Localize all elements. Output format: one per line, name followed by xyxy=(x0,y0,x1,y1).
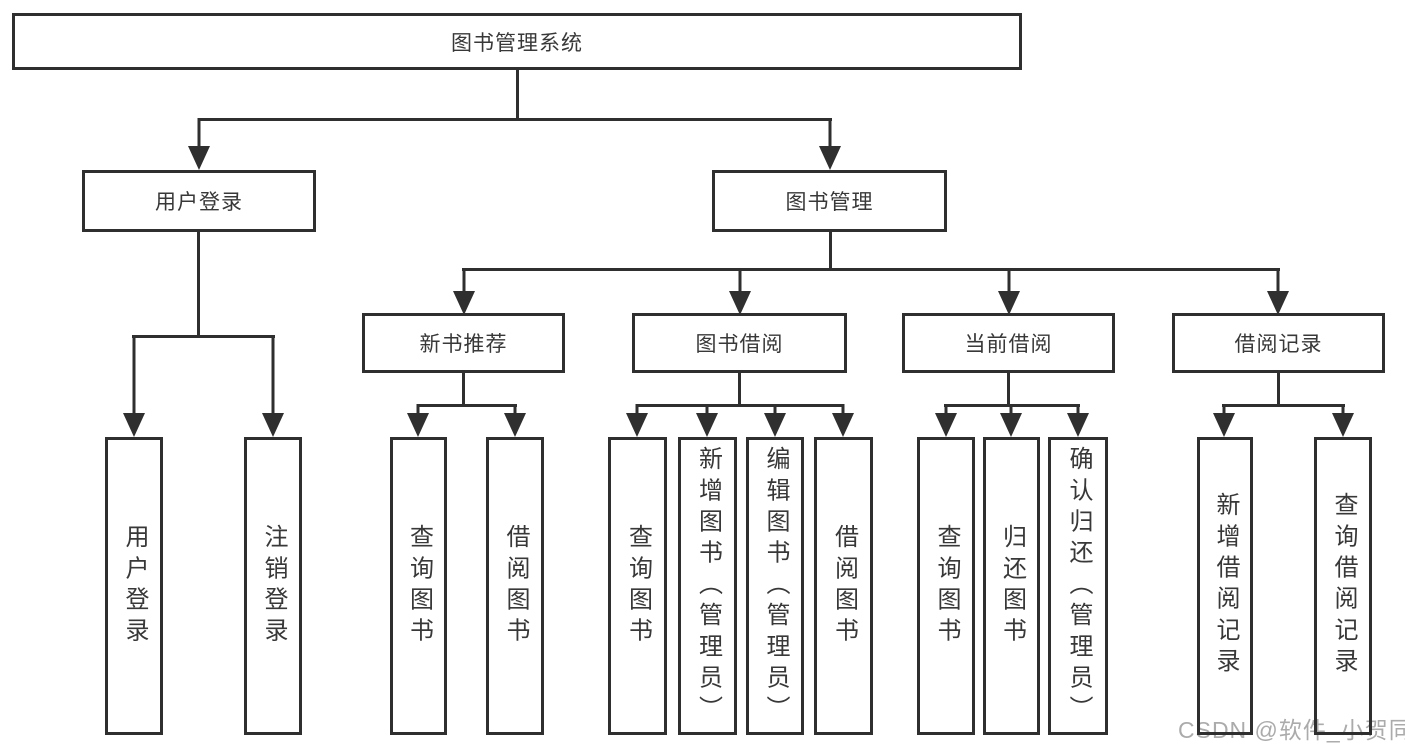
leaf-bw-add-books-admin: 新增图书（管理员） xyxy=(678,437,737,735)
connector-current-borrow-stem xyxy=(1007,373,1010,406)
arrow-to-bw-add xyxy=(696,404,718,437)
connector-root-branch xyxy=(198,118,832,121)
node-book-mgmt: 图书管理 xyxy=(712,170,947,232)
arrow-to-book-borrow xyxy=(729,268,751,315)
leaf-label: 查询图书 xyxy=(624,523,652,649)
leaf-label: 归还图书 xyxy=(998,523,1026,649)
leaf-cur-return-books: 归还图书 xyxy=(983,437,1040,735)
connector-borrow-records-stem xyxy=(1277,373,1280,406)
leaf-label: 确认归还（管理员） xyxy=(1065,445,1092,727)
leaf-label: 查询借阅记录 xyxy=(1330,492,1357,680)
leaf-label: 查询图书 xyxy=(405,523,433,649)
arrow-to-rec-add xyxy=(1213,404,1235,437)
connector-new-books-branch xyxy=(417,404,517,407)
arrow-to-bw-borrow xyxy=(832,404,854,437)
leaf-cur-confirm-return-admin: 确认归还（管理员） xyxy=(1048,437,1108,735)
connector-book-mgmt-branch xyxy=(462,268,1280,271)
leaf-label: 查询图书 xyxy=(933,523,960,649)
arrow-to-new-books xyxy=(453,268,475,315)
connector-borrow-records-branch xyxy=(1222,404,1345,407)
leaf-label: 新增图书（管理员） xyxy=(694,445,722,727)
node-book-borrow: 图书借阅 xyxy=(632,313,847,373)
arrow-to-borrow-records xyxy=(1267,268,1289,315)
node-label: 图书管理 xyxy=(785,191,874,214)
arrow-to-leaf-logout xyxy=(262,335,284,437)
node-label: 新书推荐 xyxy=(419,333,508,356)
arrow-to-current-borrow xyxy=(998,268,1020,315)
leaf-bw-query-books: 查询图书 xyxy=(608,437,667,735)
leaf-nb-borrow-books: 借阅图书 xyxy=(486,437,544,735)
arrow-to-nb-borrow xyxy=(504,404,526,437)
leaf-label: 注销登录 xyxy=(260,523,287,649)
leaf-rec-add-record: 新增借阅记录 xyxy=(1197,437,1253,735)
connector-book-borrow-stem xyxy=(738,373,741,406)
node-label: 用户登录 xyxy=(155,191,243,214)
node-label: 图书管理系统 xyxy=(451,31,583,55)
arrow-to-user-login xyxy=(188,118,210,170)
leaf-bw-edit-books-admin: 编辑图书（管理员） xyxy=(746,437,804,735)
leaf-label: 借阅图书 xyxy=(502,523,529,649)
node-label: 图书借阅 xyxy=(695,333,784,356)
connector-book-borrow-branch xyxy=(636,404,844,407)
leaf-rec-query-record: 查询借阅记录 xyxy=(1314,437,1372,735)
arrow-to-cur-query xyxy=(935,404,957,437)
arrow-to-cur-return xyxy=(1000,404,1022,437)
leaf-label: 新增借阅记录 xyxy=(1212,492,1239,680)
leaf-bw-borrow-books: 借阅图书 xyxy=(814,437,873,735)
connector-user-login-stem xyxy=(197,232,200,337)
arrow-to-leaf-login xyxy=(123,335,145,437)
leaf-logout: 注销登录 xyxy=(244,437,302,735)
arrow-to-cur-confirm xyxy=(1067,404,1089,437)
connector-book-mgmt-stem xyxy=(829,232,832,270)
node-label: 借阅记录 xyxy=(1234,333,1323,356)
node-library-system: 图书管理系统 xyxy=(12,13,1022,70)
connector-user-login-branch xyxy=(132,335,275,338)
leaf-label: 用户登录 xyxy=(121,523,148,649)
connector-root-stem xyxy=(516,70,519,120)
leaf-user-login: 用户登录 xyxy=(105,437,163,735)
node-new-books: 新书推荐 xyxy=(362,313,565,373)
connector-new-books-stem xyxy=(462,373,465,406)
arrow-to-nb-query xyxy=(407,404,429,437)
leaf-nb-query-books: 查询图书 xyxy=(390,437,447,735)
csdn-watermark: CSDN @软件_小贺同学 xyxy=(1178,717,1405,743)
arrow-to-bw-edit xyxy=(764,404,786,437)
leaf-cur-query-books: 查询图书 xyxy=(917,437,975,735)
node-borrow-records: 借阅记录 xyxy=(1172,313,1385,373)
leaf-label: 编辑图书（管理员） xyxy=(762,445,789,727)
node-current-borrow: 当前借阅 xyxy=(902,313,1115,373)
arrow-to-book-mgmt xyxy=(819,118,841,170)
arrow-to-bw-query xyxy=(626,404,648,437)
leaf-label: 借阅图书 xyxy=(830,523,858,649)
node-user-login: 用户登录 xyxy=(82,170,316,232)
arrow-to-rec-query xyxy=(1332,404,1354,437)
node-label: 当前借阅 xyxy=(964,333,1053,356)
